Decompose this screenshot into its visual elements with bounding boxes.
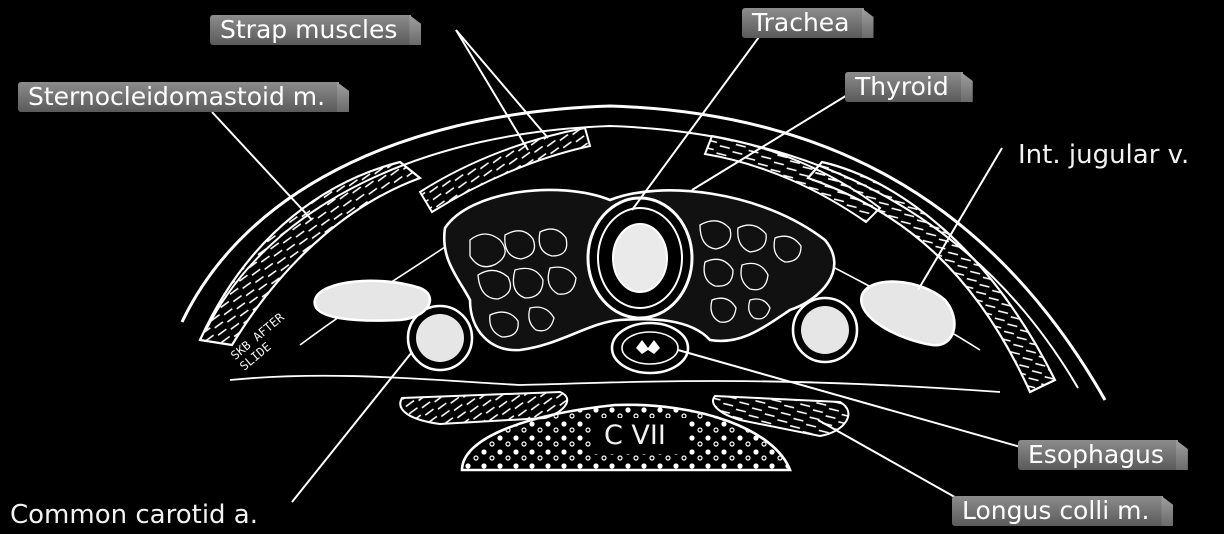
leader-carotid (292, 352, 412, 502)
leader-ijv (918, 148, 1002, 290)
label-strap-muscles: Strap muscles (210, 15, 411, 45)
leader-trachea (632, 22, 770, 210)
label-longus-colli: Longus colli m. (952, 496, 1163, 526)
leader-strap-1 (456, 30, 528, 150)
leader-strap-2 (456, 30, 548, 138)
leader-thyroid (692, 86, 862, 190)
label-sternocleidomastoid: Sternocleidomastoid m. (18, 82, 339, 112)
label-thyroid: Thyroid (845, 72, 963, 102)
leader-longus (818, 420, 960, 500)
leader-scm (212, 112, 312, 220)
leader-esophagus (678, 350, 1024, 448)
label-trachea: Trachea (742, 8, 864, 38)
label-common-carotid: Common carotid a. (10, 500, 258, 530)
label-esophagus: Esophagus (1018, 440, 1178, 470)
label-int-jugular-vein: Int. jugular v. (1018, 140, 1189, 170)
label-vertebra-c7: C VII (604, 420, 666, 451)
